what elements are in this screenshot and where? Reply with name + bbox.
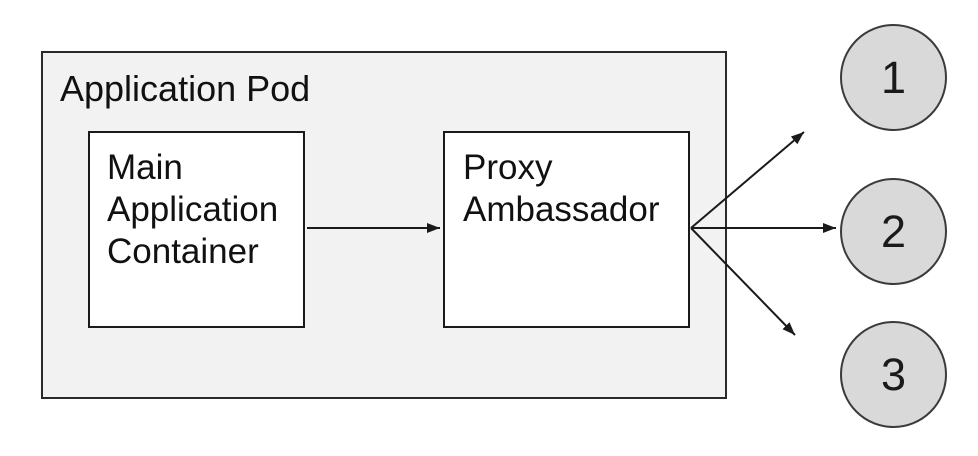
endpoint-circle-1: 1 <box>840 24 947 131</box>
node-proxy-ambassador: Proxy Ambassador <box>443 131 690 328</box>
node-proxy-ambassador-label: Proxy Ambassador <box>463 148 660 229</box>
endpoint-circle-3: 3 <box>840 321 947 428</box>
endpoint-circle-3-label: 3 <box>880 348 907 400</box>
node-main-application-container: Main Application Container <box>88 131 305 328</box>
node-main-application-container-label: Main Application Container <box>107 148 279 271</box>
endpoint-circle-2-label: 2 <box>880 205 907 257</box>
endpoint-circle-2: 2 <box>840 178 947 285</box>
application-pod-label: Application Pod <box>60 68 311 109</box>
endpoint-circle-1-label: 1 <box>880 51 907 103</box>
